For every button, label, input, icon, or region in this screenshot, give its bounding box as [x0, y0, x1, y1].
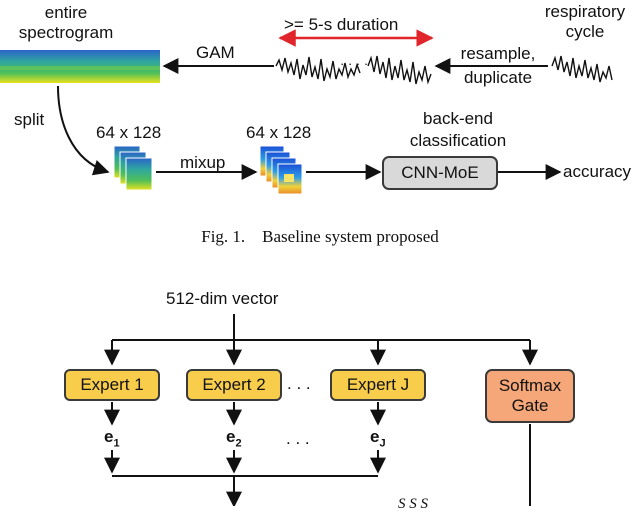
expert-2-box: Expert 2: [186, 369, 282, 401]
waveform-left: [275, 56, 361, 82]
fig1-caption: Fig. 1. Baseline system proposed: [201, 227, 439, 246]
waveform-dots: · · · ·: [340, 56, 369, 71]
cnn-moe-box: CNN-MoE: [382, 156, 498, 190]
split-label: split: [14, 110, 45, 129]
fig2-connectors: [104, 314, 538, 506]
evec-dots: . . .: [286, 429, 310, 448]
ej-symbol: eJ: [370, 427, 386, 450]
partial-cut-label: S S S: [398, 496, 428, 512]
input-vector-label: 512-dim vector: [166, 289, 279, 308]
expert-1-box: Expert 1: [64, 369, 160, 401]
waveform-right: [551, 55, 613, 83]
e2-symbol: e2: [226, 427, 242, 450]
mixup-label: mixup: [180, 153, 226, 172]
expert-j-box: Expert J: [330, 369, 426, 401]
duration-label: >= 5-s duration: [284, 15, 399, 34]
accuracy-label: accuracy: [563, 162, 632, 181]
split-spectrogram-stack: [113, 145, 153, 191]
waveform-middle: [367, 55, 432, 85]
size-right-label: 64 x 128: [246, 123, 312, 142]
e1-symbol: e1: [104, 427, 120, 450]
entire-spectrogram-label: entire spectrogram: [18, 3, 114, 42]
respiratory-cycle-label: respiratory cycle: [544, 2, 626, 41]
entire-spectrogram-image: [0, 50, 160, 83]
gam-label: GAM: [196, 43, 235, 62]
split-arrow: [57, 85, 110, 176]
resample-duplicate-label: resample, duplicate: [460, 44, 536, 87]
softmax-gate-box: Softmax Gate: [485, 369, 575, 423]
expert-dots: . . .: [287, 374, 311, 393]
size-left-label: 64 x 128: [96, 123, 162, 142]
mixup-spectrogram-stack: [259, 145, 303, 195]
backend-label: back-end classification: [409, 109, 507, 150]
